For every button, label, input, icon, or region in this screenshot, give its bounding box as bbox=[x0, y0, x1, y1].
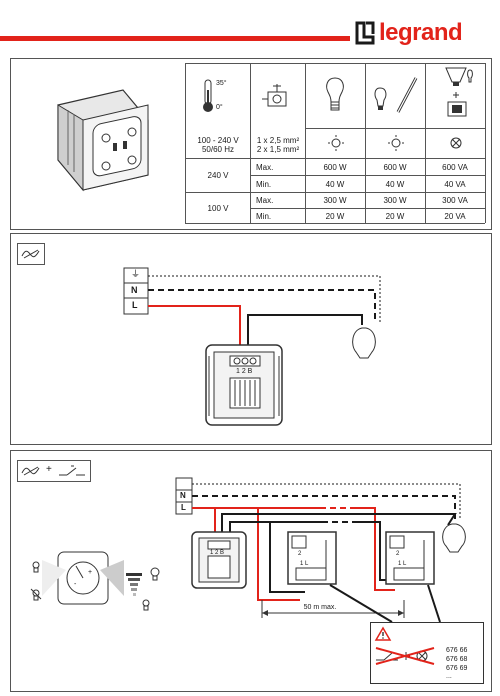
aux2-terminal-top: 2 bbox=[396, 551, 400, 557]
live-label: L bbox=[181, 503, 186, 512]
dimmer-plus-switch-symbol-box: + bbox=[17, 460, 91, 482]
voltage-100: 100 V bbox=[207, 204, 229, 213]
dimmer-symbol-icon bbox=[21, 249, 40, 259]
value-cell: 40 W bbox=[325, 180, 345, 189]
legrand-mark-icon bbox=[355, 21, 375, 45]
row-label: Max. bbox=[256, 196, 274, 205]
thermometer-icon bbox=[203, 79, 213, 112]
wiring-diagram-single bbox=[10, 233, 492, 445]
max-distance-label: 50 m max. bbox=[303, 604, 337, 611]
value-cell: 300 W bbox=[323, 196, 347, 205]
temp-max: 35° bbox=[216, 80, 227, 87]
specs-panel bbox=[10, 58, 492, 230]
value-cell: 300 W bbox=[383, 196, 407, 205]
warning-triangle-icon bbox=[374, 626, 392, 641]
value-cell: 600 VA bbox=[442, 163, 468, 172]
live-label: L bbox=[132, 300, 138, 310]
ferromagnetic-transformer-icon bbox=[445, 67, 473, 117]
wire-size-2: 2 x 1,5 mm² bbox=[256, 145, 300, 154]
socket-module-illustration bbox=[57, 89, 149, 192]
temp-min: 0° bbox=[216, 104, 223, 111]
dimmer-terminal-labels: 1 2 B bbox=[210, 550, 225, 556]
legrand-logo: legrand bbox=[355, 19, 463, 46]
excluded-ref: ... bbox=[446, 673, 452, 680]
aux2-terminal-bottom: 1 L bbox=[398, 561, 407, 567]
excluded-ref: 676 66 bbox=[446, 647, 468, 654]
value-cell: 600 W bbox=[383, 163, 407, 172]
frequency: 50/60 Hz bbox=[201, 145, 235, 154]
value-cell: 600 W bbox=[323, 163, 347, 172]
value-cell: 40 VA bbox=[444, 180, 466, 189]
light-dim-crossed-icon bbox=[450, 137, 462, 149]
wiring-diagram-remote bbox=[10, 450, 492, 692]
value-cell: 300 VA bbox=[442, 196, 468, 205]
light-off-icon bbox=[30, 588, 42, 601]
row-label: Max. bbox=[256, 163, 274, 172]
dimmer-symbol-box bbox=[17, 243, 45, 265]
light-bright-icon bbox=[32, 561, 40, 573]
earth-symbol: ⏚ bbox=[131, 269, 141, 279]
dimmer-terminal-labels: 1 2 B bbox=[236, 368, 253, 375]
voltage-range: 100 - 240 V bbox=[197, 136, 239, 145]
aux1-terminal-bottom: 1 L bbox=[300, 561, 309, 567]
value-cell: 40 W bbox=[385, 180, 405, 189]
aux1-terminal-top: 2 bbox=[298, 551, 302, 557]
value-cell: 20 W bbox=[385, 212, 405, 221]
knob-plus: + bbox=[88, 569, 93, 576]
neutral-label: N bbox=[180, 491, 186, 500]
knob-minus: - bbox=[74, 581, 77, 588]
terminal-screw-icon bbox=[262, 84, 287, 107]
neutral-label: N bbox=[131, 285, 138, 295]
incompatible-combination-icon bbox=[375, 647, 435, 665]
header-red-bar bbox=[0, 36, 350, 41]
light-bright-icon bbox=[150, 567, 160, 581]
dimmer-symbol-icon bbox=[21, 466, 40, 476]
wire-size-1: 1 x 2,5 mm² bbox=[256, 136, 300, 145]
value-cell: 20 VA bbox=[444, 212, 466, 221]
pushbutton-symbol-icon bbox=[59, 465, 85, 476]
light-dim-icon bbox=[388, 135, 404, 151]
light-dim-icon bbox=[142, 599, 150, 611]
row-label: Min. bbox=[256, 212, 272, 221]
brand-name: legrand bbox=[379, 19, 463, 46]
incompatible-warning-box bbox=[370, 622, 484, 684]
voltage-240: 240 V bbox=[207, 171, 229, 180]
incandescent-bulb-icon bbox=[326, 77, 344, 111]
value-cell: 20 W bbox=[325, 212, 345, 221]
halogen-lamp-icon bbox=[374, 77, 418, 113]
excluded-ref: 676 69 bbox=[446, 665, 468, 672]
row-label: Min. bbox=[256, 180, 272, 189]
excluded-ref: 676 68 bbox=[446, 656, 468, 663]
light-dim-icon bbox=[328, 135, 344, 151]
plus-sign: + bbox=[46, 464, 52, 475]
